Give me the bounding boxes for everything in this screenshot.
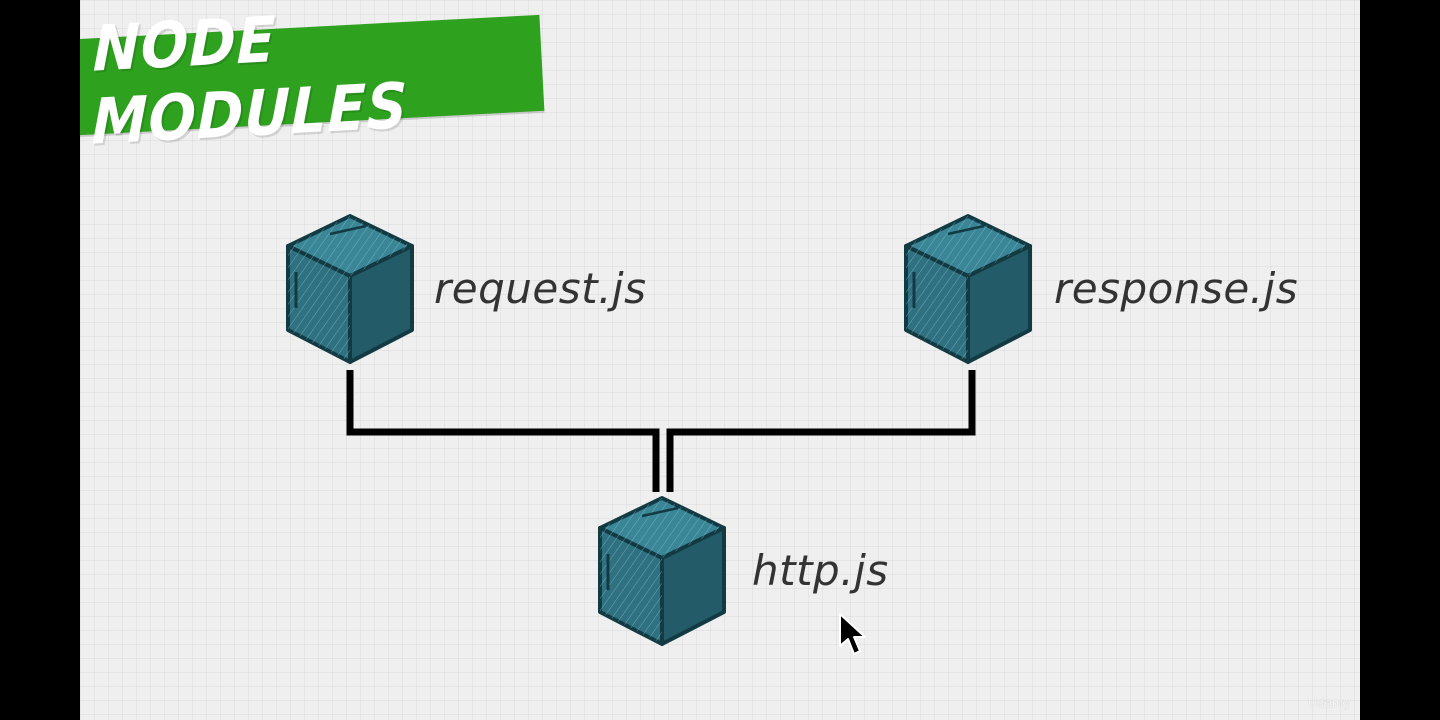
mouse-pointer-icon	[839, 613, 866, 655]
connector-lines	[346, 370, 976, 492]
cube-icon	[286, 214, 414, 364]
cube-icon	[904, 214, 1032, 364]
connector-response-to-http	[666, 370, 976, 492]
letterbox-left	[0, 0, 80, 720]
watermark-logo: Udemy	[1308, 696, 1351, 710]
cube-icon	[598, 496, 726, 646]
module-label-request: request.js	[434, 264, 647, 313]
module-label-http: http.js	[752, 546, 889, 595]
module-label-response: response.js	[1054, 264, 1299, 313]
connector-request-to-http	[346, 370, 660, 492]
letterbox-right	[1360, 0, 1440, 720]
slide-canvas: NODE MODULES request.js	[80, 0, 1360, 720]
